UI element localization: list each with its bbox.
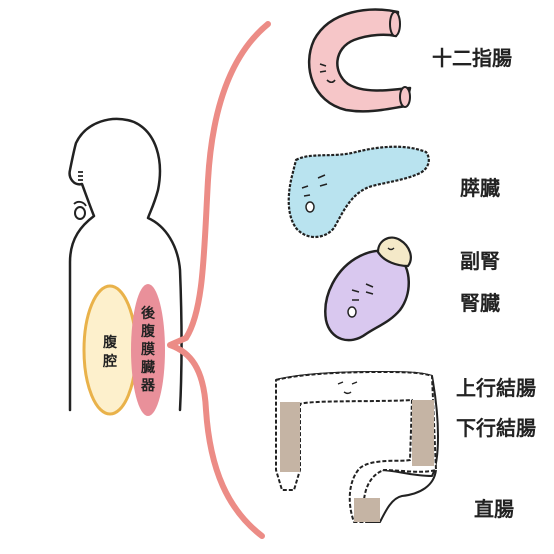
abdominal-cavity-label-1: 腹: [103, 334, 118, 351]
retroperitoneal-capsule: 後 腹 膜 臓 器: [131, 284, 165, 416]
ascending-colon-segment: [280, 402, 300, 472]
curly-brace: [167, 21, 271, 539]
organ-label-pancreas: 膵臓: [460, 176, 500, 200]
organ-label-duodenum: 十二指腸: [432, 46, 512, 70]
abdominal-cavity: 腹 腔: [82, 284, 138, 416]
organ-label-rectum: 直腸: [474, 497, 514, 521]
person-silhouette-icon: [68, 117, 183, 412]
descending-colon-segment: [412, 400, 434, 466]
kidney-face-icon: [324, 236, 412, 342]
retroperitoneal-label-3: 膜: [141, 341, 155, 358]
organ-label-kidney: 腎臓: [460, 291, 500, 315]
retroperitoneal-label-4: 臓: [141, 359, 155, 376]
retroperitoneal-label-1: 後: [141, 305, 156, 322]
abdominal-cavity-label-2: 腔: [102, 353, 117, 370]
organ-label-adrenal: 副腎: [460, 249, 500, 273]
retroperitoneal-label-2: 腹: [141, 323, 156, 340]
rectum-segment: [354, 498, 380, 522]
adrenal-shape: [376, 236, 412, 268]
retroperitoneal-capsule-shape: [131, 284, 165, 416]
organ-label-descending-colon: 下行結腸: [456, 416, 536, 440]
colon-body: [275, 371, 437, 523]
pancreas-shape: [287, 145, 430, 239]
colon-face-icon: [275, 371, 439, 523]
person-eye: [78, 171, 83, 181]
duodenum-face-icon: [307, 8, 412, 113]
person-outline: [68, 117, 183, 412]
retroperitoneal-label-5: 器: [140, 378, 156, 394]
pancreas-face-icon: [287, 145, 430, 239]
organ-label-ascending-colon: 上行結腸: [456, 376, 536, 400]
person-mouth: [74, 206, 86, 220]
